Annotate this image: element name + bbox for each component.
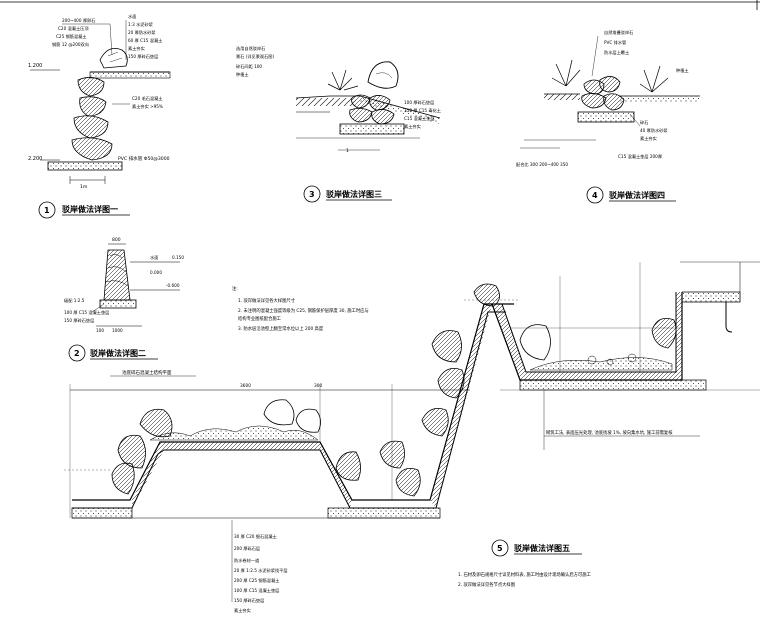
detail-number-circle <box>38 201 56 219</box>
water-note: 水面 <box>150 254 158 261</box>
note: 150 厚碎石垫层 <box>128 53 158 60</box>
note: 碎石 <box>640 119 648 126</box>
note: 种植土 <box>676 67 689 74</box>
note: 200~400 厚卵石 <box>62 17 95 24</box>
note: 1. 石材及卵石规格尺寸详见材料表, 施工时由设计现场确认后方可施工 <box>458 571 592 578</box>
note: 自然堆叠驳岸石 <box>604 29 633 36</box>
layer-note: 30 厚 C20 细石混凝土 <box>234 533 277 540</box>
note: 素土夯实 >95% <box>132 103 163 110</box>
elevation-bottom: 2.200 <box>28 156 42 162</box>
note: 100 厚碎石垫层 <box>404 99 434 106</box>
detail-number-circle <box>303 185 321 203</box>
note: 150 厚碎石垫层 <box>64 317 94 324</box>
detail-number-circle <box>68 344 86 362</box>
note: C15 混凝土垫层 <box>404 115 435 122</box>
layer-note: 100 厚 C15 混凝土垫层 <box>234 587 279 594</box>
note: PVC 排水管 <box>604 39 626 46</box>
note: 60 厚 C15 混凝土 <box>128 37 162 44</box>
dimension-label: 800 <box>112 237 121 243</box>
dimension-label: 1000 <box>112 328 123 333</box>
note: 40 厚防水砂浆 <box>640 127 668 134</box>
layer-note: 200 厚砾石层 <box>234 545 260 552</box>
callout-note: 砌筑工法, 表面压光处理, 池底找坡 1%, 坡向集水坑, 施工前需复核 <box>546 429 673 436</box>
top-note: 池底碎石混凝土结构平面 <box>122 369 172 376</box>
detail-number: 4 <box>592 191 598 200</box>
detail-number: 1 <box>44 206 50 215</box>
elevation: 0.150 <box>172 255 184 260</box>
elevation: 0.000 <box>150 270 162 275</box>
note: 2. 驳岸做法详见各节点大样图 <box>458 581 515 588</box>
detail-number-circle <box>491 539 509 557</box>
detail-title: 驳岸做法详图五 <box>514 543 570 553</box>
dimension-label: 3600 <box>240 383 251 389</box>
detail-title: 驳岸做法详图二 <box>90 348 146 358</box>
detail-title: 驳岸做法详图四 <box>609 190 665 200</box>
elevation: -0.600 <box>166 283 180 288</box>
note: C25 钢筋混凝土 <box>56 33 87 40</box>
note: 20 厚防水砂浆 <box>128 29 156 36</box>
dimension-label: 1m <box>80 184 87 190</box>
note: 100 厚 C15 混凝土垫层 <box>64 309 109 316</box>
note: C20 混凝土压顶 <box>58 25 89 32</box>
note: 结构专业图纸配合施工 <box>238 315 282 322</box>
note: 防水层上覆土 <box>604 49 629 56</box>
detail-5: 注: 1. 驳岸做法详见各大样图尺寸 2. 未注明的混凝土强度等级为 C25, … <box>64 261 760 614</box>
detail-number-circle <box>586 186 604 204</box>
layer-note: 防水卷材一道 <box>234 557 260 564</box>
detail-3: 选用自然驳岸石 景石 (详见景观石图) 碎石间距 100 种植土 150 厚 C… <box>236 45 441 203</box>
note: 级配 1:2.5 <box>64 297 85 304</box>
mix-note: 配合比 300 200~400 350 <box>516 161 568 168</box>
layer-note: 200 厚 C25 钢筋混凝土 <box>234 577 279 584</box>
note: 1:3 水泥砂浆 <box>128 21 154 28</box>
note: 150 厚 C15 毒化土 <box>404 107 441 114</box>
detail-number: 5 <box>497 544 503 553</box>
dimension-label: 100 <box>96 328 104 333</box>
note: 1. 驳岸做法详见各大样图尺寸 <box>238 297 296 304</box>
note: 种植土 <box>236 71 249 78</box>
note: 选用自然驳岸石 <box>236 45 265 52</box>
detail-number: 2 <box>74 349 80 358</box>
note: 注: <box>232 285 238 292</box>
note: 水面 <box>128 13 136 20</box>
detail-1: 1.200 2.200 1m 200~400 厚卵石 C20 混凝土压顶 C25… <box>28 13 171 219</box>
note: 钢筋 12 @200双向 <box>52 41 89 48</box>
detail-2: 800 水面 0.150 0.000 -0.600 级配 1:2.5 100 厚… <box>64 237 184 362</box>
note: 碎石间距 100 <box>236 63 262 70</box>
note: C15 混凝土垫层 200厚 <box>618 153 662 160</box>
detail-number: 3 <box>309 190 315 199</box>
note: 素土夯实 <box>640 135 657 142</box>
layer-note: 150 厚碎石垫层 <box>234 597 264 604</box>
detail-4: 自然堆叠驳岸石 PVC 排水管 防水层上覆土 种植土 碎石 40 厚防水砂浆 素… <box>516 29 700 204</box>
dimension-label: 300 <box>314 383 322 389</box>
elevation-top: 1.200 <box>28 63 42 69</box>
note: 2. 未注明的混凝土强度等级为 C25, 钢筋保护层厚度 30, 施工时应与 <box>238 307 369 314</box>
note: 景石 (详见景观石图) <box>236 53 274 60</box>
dimension-label: 1 <box>346 148 349 154</box>
note: C20 毛石混凝土 <box>132 95 163 102</box>
detail-title: 驳岸做法详图一 <box>62 204 118 214</box>
pvc-pipe-note: PVC 排水管 Φ50@3000 <box>118 155 170 162</box>
detail-title: 驳岸做法详图三 <box>326 189 382 199</box>
layer-note: 素土夯实 <box>234 607 251 614</box>
note: 素土夯实 <box>404 123 421 130</box>
note: 3. 防水层沿池壁上翻至常水位以上 200 高度 <box>238 325 324 332</box>
note: 素土夯实 <box>128 45 145 52</box>
layer-note: 20 厚 1:2.5 水泥砂浆找平层 <box>234 567 288 574</box>
